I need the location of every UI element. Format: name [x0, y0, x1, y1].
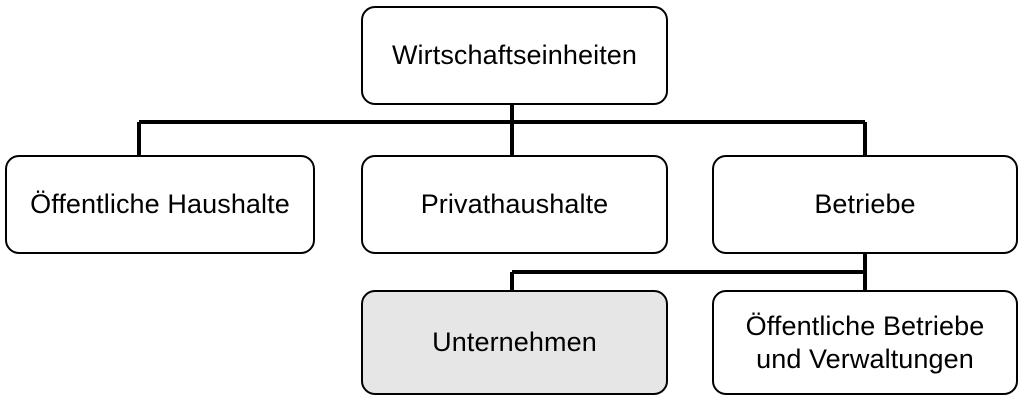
node-label: Öffentliche Haushalte	[30, 189, 290, 220]
node-oeffentliche-haushalte[interactable]: Öffentliche Haushalte	[5, 155, 315, 254]
node-label: Wirtschaftseinheiten	[391, 40, 638, 71]
node-privathaushalte[interactable]: Privathaushalte	[361, 155, 668, 254]
node-unternehmen[interactable]: Unternehmen	[361, 290, 668, 395]
node-wirtschaftseinheiten[interactable]: Wirtschaftseinheiten	[361, 6, 668, 105]
node-label: Unternehmen	[432, 327, 597, 358]
node-label: Öffentliche Betriebe und Verwaltungen	[745, 310, 985, 374]
node-betriebe[interactable]: Betriebe	[712, 155, 1018, 254]
node-label: Privathaushalte	[420, 189, 609, 220]
node-label: Betriebe	[814, 189, 916, 220]
node-oeffentliche-betriebe[interactable]: Öffentliche Betriebe und Verwaltungen	[712, 290, 1018, 395]
